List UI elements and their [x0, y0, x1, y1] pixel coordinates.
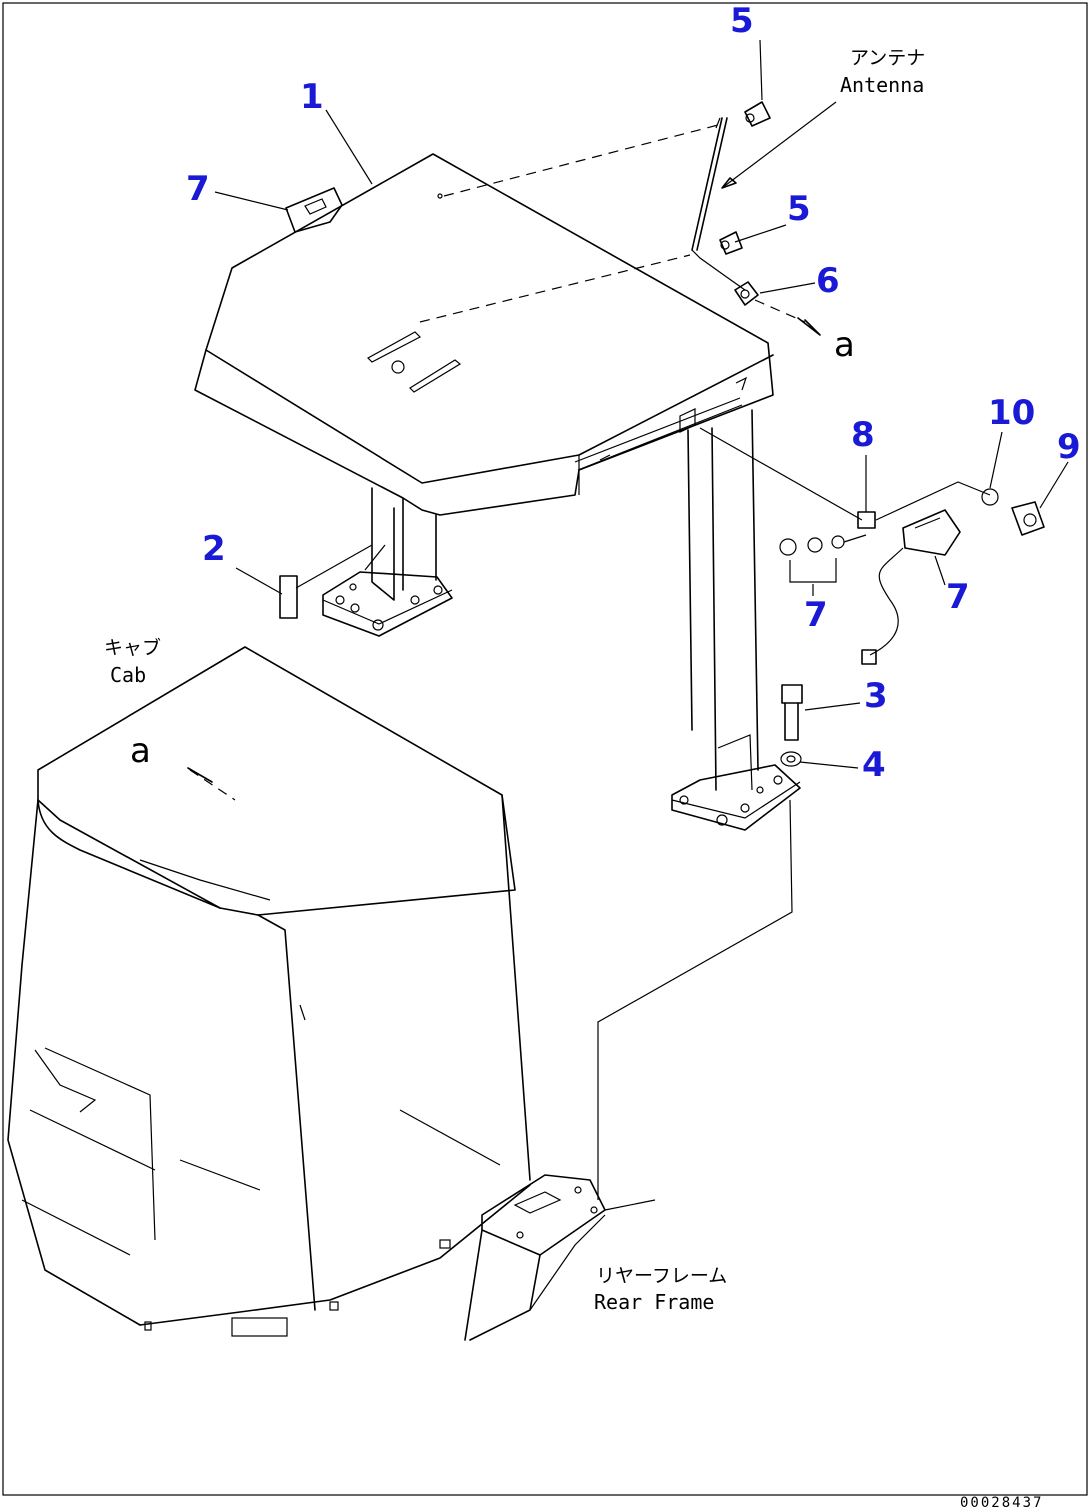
- callout-7-washers: 7: [804, 595, 828, 635]
- callout-1: 1: [300, 77, 324, 117]
- leader-antenna-cable: [754, 299, 806, 323]
- canopy-roof: [194, 153, 774, 516]
- callout-leaders: [214, 39, 1069, 769]
- antenna-label-jp: アンテナ: [850, 47, 925, 69]
- rear-frame-label-jp: リヤーフレーム: [596, 1265, 727, 1287]
- antenna-clamp: [734, 281, 759, 306]
- left-post: [322, 487, 453, 637]
- mounting-bolt: [781, 684, 803, 741]
- callout-5-upper: 5: [730, 1, 754, 41]
- antenna-bolt-lower: [719, 231, 743, 255]
- caution-label-plate: [279, 575, 298, 619]
- antenna-label-arrow: [721, 101, 837, 189]
- callout-10: 10: [988, 393, 1035, 433]
- leader-antenna-lower: [419, 254, 691, 323]
- ref-letter-top: a: [834, 325, 855, 365]
- cab-label-jp: キャブ: [104, 636, 161, 659]
- right-post: [671, 409, 801, 831]
- rear-frame-label-en: Rear Frame: [594, 1290, 714, 1314]
- antenna-label-en: Antenna: [840, 73, 924, 97]
- arrowhead-a-top: [797, 317, 821, 336]
- ref-letter-cab: a: [130, 731, 151, 771]
- callout-4: 4: [862, 745, 886, 785]
- mounting-washer: [780, 751, 802, 767]
- antenna-bolt-upper: [744, 101, 771, 127]
- callout-3: 3: [864, 676, 888, 716]
- callout-6: 6: [816, 261, 840, 301]
- frame-outline: [597, 799, 793, 1200]
- cab-body: [7, 646, 531, 1337]
- callout-8: 8: [851, 415, 875, 455]
- arrowhead-a-cab: [187, 767, 213, 783]
- antenna-label-arrowhead: [721, 177, 737, 189]
- lamp-assembly: [699, 427, 1045, 665]
- leader-cab-a: [189, 769, 236, 801]
- leader-antenna-upper: [443, 124, 719, 197]
- antenna: [691, 117, 746, 291]
- cab-label-en: Cab: [110, 663, 146, 687]
- callout-5-lower: 5: [787, 189, 811, 229]
- rear-frame-bracket: [464, 1174, 656, 1341]
- callout-9: 9: [1057, 427, 1081, 467]
- callout-2: 2: [202, 529, 226, 569]
- callout-7-lamp: 7: [946, 577, 970, 617]
- callout-7-roof: 7: [186, 169, 210, 209]
- drawing-number: 00028437: [960, 1495, 1043, 1511]
